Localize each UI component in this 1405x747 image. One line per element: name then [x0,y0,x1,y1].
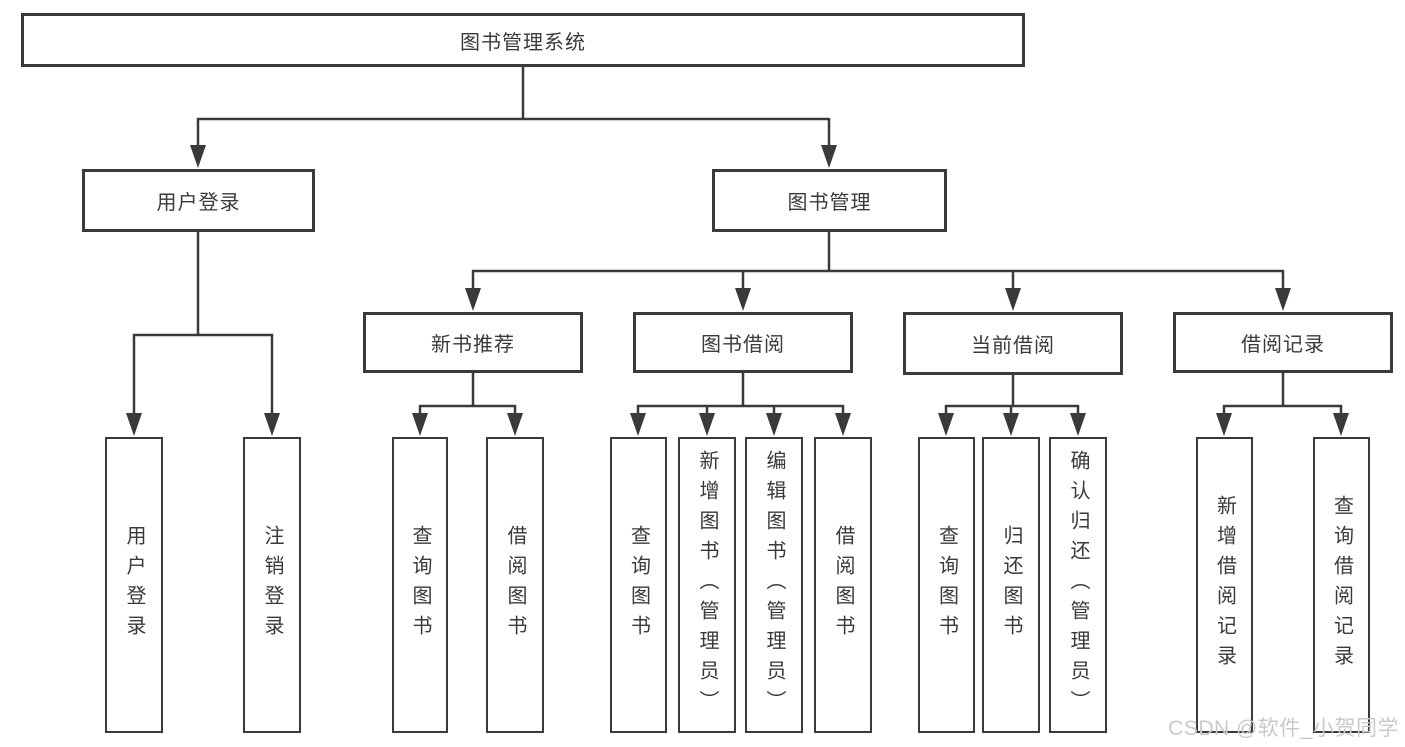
leaf-borrowing-edit-book-admin: 编辑图书（管理员） [745,437,803,733]
node-root-label: 图书管理系统 [460,31,586,54]
leaf-borrowing-edit-book-admin-label: 编辑图书（管理员） [763,450,785,720]
leaf-recommend-query-book: 查询图书 [392,437,448,733]
leaf-logout: 注销登录 [243,437,301,733]
node-user-login: 用户登录 [82,169,315,232]
leaf-user-login-label: 用户登录 [123,525,145,645]
node-new-book-recommend-label: 新书推荐 [431,334,515,356]
node-current-borrowing: 当前借阅 [903,312,1123,375]
leaf-recommend-borrow-book-label: 借阅图书 [504,525,526,645]
leaf-borrowing-add-book-admin: 新增图书（管理员） [678,437,736,733]
leaf-records-query-record-label: 查询借阅记录 [1330,495,1353,675]
leaf-current-query-book: 查询图书 [918,437,975,733]
leaf-current-query-book-label: 查询图书 [935,525,958,645]
leaf-recommend-query-book-label: 查询图书 [409,525,431,645]
node-root: 图书管理系统 [21,13,1025,67]
leaf-borrowing-query-book-label: 查询图书 [627,525,650,645]
node-book-management-label: 图书管理 [787,192,872,214]
leaf-recommend-borrow-book: 借阅图书 [486,437,544,733]
leaf-borrowing-query-book: 查询图书 [610,437,667,733]
leaf-current-confirm-return-admin: 确认归还（管理员） [1049,437,1107,733]
leaf-logout-label: 注销登录 [261,525,283,645]
leaf-records-add-record: 新增借阅记录 [1196,437,1253,733]
leaf-borrowing-borrow-book-label: 借阅图书 [832,525,854,645]
leaf-current-return-book-label: 归还图书 [1000,525,1022,645]
node-current-borrowing-label: 当前借阅 [971,335,1055,357]
node-borrowing-records-label: 借阅记录 [1241,334,1325,356]
node-book-borrowing: 图书借阅 [633,312,853,373]
leaf-user-login: 用户登录 [105,437,163,733]
leaf-records-add-record-label: 新增借阅记录 [1213,495,1236,675]
arrowheads [126,145,1349,436]
node-new-book-recommend: 新书推荐 [363,312,583,373]
leaf-current-confirm-return-admin-label: 确认归还（管理员） [1067,450,1089,720]
node-book-borrowing-label: 图书借阅 [701,334,785,356]
node-book-management: 图书管理 [712,169,947,232]
leaf-borrowing-borrow-book: 借阅图书 [814,437,872,733]
leaf-records-query-record: 查询借阅记录 [1313,437,1370,733]
node-user-login-label: 用户登录 [156,192,241,214]
node-borrowing-records: 借阅记录 [1173,312,1393,373]
leaf-current-return-book: 归还图书 [982,437,1040,733]
leaf-borrowing-add-book-admin-label: 新增图书（管理员） [696,450,718,720]
watermark: CSDN @软件_小贺同学 [1168,717,1399,740]
